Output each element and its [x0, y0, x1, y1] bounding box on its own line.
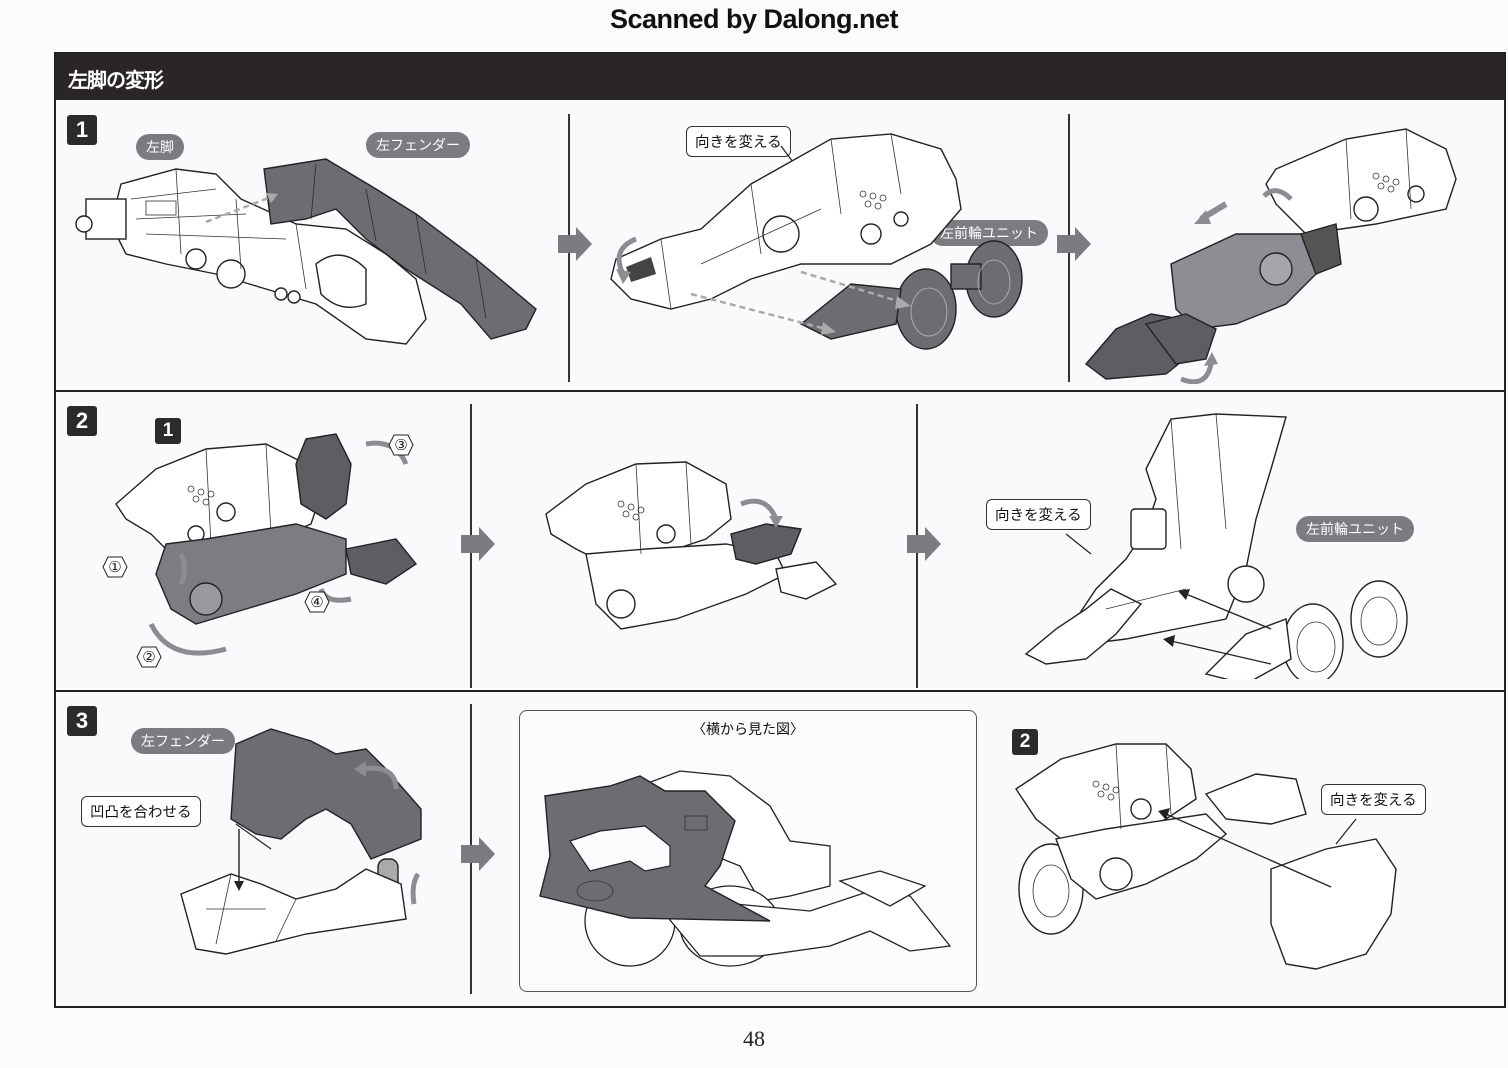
page-number: 48: [743, 1026, 765, 1051]
step-number-badge: 3: [67, 706, 97, 736]
rotate-arrow-icon: [360, 765, 399, 790]
leg-fold-steps-illustration: [115, 433, 418, 656]
rotate-arrow-icon: [148, 622, 227, 656]
rotate-arrow-icon: [410, 872, 421, 905]
fender-attach-illustration: [180, 728, 422, 955]
side-view-illustration: [539, 770, 952, 967]
section-title: 左脚の変形: [68, 68, 164, 92]
rotate-arrow-icon: [740, 498, 779, 521]
instruction-frame: 左脚の変形 1 左脚 左フェンダー: [54, 52, 1506, 1008]
callout-change-direction: 向きを変える: [686, 126, 791, 157]
assembly-arrow: [1170, 640, 1272, 665]
row-divider: [56, 690, 1504, 692]
rotate-arrow-icon: [318, 587, 352, 603]
part-label-left-fender: 左フェンダー: [131, 728, 235, 754]
sub-step-badge: 1: [155, 418, 181, 444]
step-number-badge: 2: [67, 406, 97, 436]
step-marker-3: ③: [388, 434, 414, 456]
part-label-left-front-wheel-unit: 左前輪ユニット: [1296, 516, 1414, 542]
wheel-unit-attach-illustration: [1024, 413, 1408, 679]
callout-align-bumps: 凹凸を合わせる: [81, 796, 201, 827]
section-header: 左脚の変形: [56, 54, 1504, 100]
row-divider: [56, 390, 1504, 392]
assembly-arrow: [205, 195, 272, 224]
scan-credit: Scanned by Dalong.net: [609, 4, 899, 34]
rotate-arrow-icon: [1180, 363, 1214, 384]
part-label-left-leg: 左脚: [136, 134, 184, 160]
step-number-badge: 1: [67, 115, 97, 145]
callout-change-direction: 向きを変える: [1321, 784, 1426, 815]
rotate-arrow-icon: [616, 236, 638, 276]
sub-step-badge: 2: [1012, 729, 1038, 755]
callout-change-direction: 向きを変える: [986, 499, 1091, 530]
step-marker-2: ②: [136, 646, 162, 668]
assembly-arrow: [1165, 813, 1332, 888]
assembly-arrow: [1185, 593, 1272, 630]
step-marker-1: ①: [102, 556, 128, 578]
left-leg-fold-illustration: [1084, 128, 1457, 384]
left-leg-turn-illustration: [610, 133, 1023, 350]
fender-mount-illustration: [1015, 743, 1397, 970]
side-view-box: 〈横から見た図〉: [519, 710, 977, 992]
rotate-arrow-icon: [1262, 188, 1293, 201]
left-leg-illustration: [75, 158, 537, 345]
step-marker-4: ④: [304, 591, 330, 613]
part-label-left-fender: 左フェンダー: [366, 132, 470, 158]
leg-folded-illustration: [545, 461, 838, 630]
rotate-arrow-icon: [178, 552, 187, 586]
side-view-title: 〈横から見た図〉: [692, 722, 804, 738]
